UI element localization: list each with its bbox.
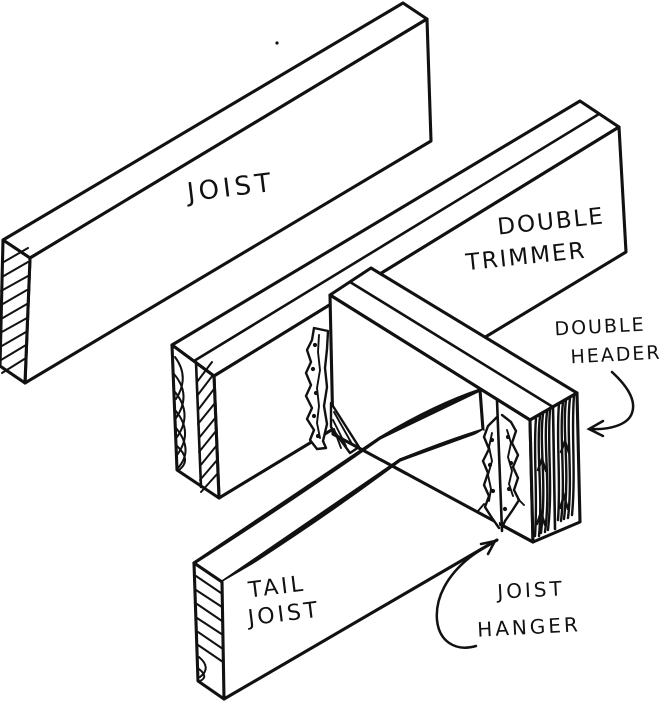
double-header-label-line1: DOUBLE xyxy=(554,314,646,341)
joist-hanger-arrowhead xyxy=(479,539,498,556)
joist-hanger-left xyxy=(304,326,361,455)
trimmer-end-grain-rings xyxy=(173,356,187,471)
tail-joist-board xyxy=(192,388,499,701)
hanger-right-right-wing-fill xyxy=(502,415,519,528)
hanger-right-nail-dots xyxy=(487,434,514,512)
joist-end-grain-hatch xyxy=(0,247,29,374)
joist-hanger-right xyxy=(477,398,525,533)
header-end-grain-feather-right xyxy=(556,394,576,523)
header-bottom-edge xyxy=(331,432,535,544)
joist-hanger-arrow-curve xyxy=(435,540,496,649)
tail-joist-top-inner-edge xyxy=(220,428,485,584)
double-header-label-line2: HEADER xyxy=(570,342,662,369)
trimmer-end-grain-hatch xyxy=(196,361,219,493)
trimmer-top-seam xyxy=(192,112,601,363)
tail-joist-bottom-edge xyxy=(222,538,499,701)
hanger-right-left-wing-fill xyxy=(483,417,499,528)
header-end-seam xyxy=(551,405,557,531)
hanger-left-nail-dots xyxy=(310,342,321,439)
hanger-right-left-inner-line xyxy=(487,432,493,502)
double-header-arrowhead xyxy=(586,419,605,438)
ink-speck xyxy=(275,41,279,45)
double-header-arrow-curve xyxy=(589,370,635,431)
tail-joist-end-grain-face xyxy=(192,561,226,701)
hanger-right-right-wing-outline xyxy=(500,413,521,530)
joist-hanger-label-line2: HANGER xyxy=(477,612,582,641)
hanger-left-seat-hatch xyxy=(332,411,353,449)
header-top-seam xyxy=(348,280,555,409)
hanger-right-flare-ticks xyxy=(477,498,525,512)
tail-joist-front-face xyxy=(222,430,497,699)
joist-hanger-label-line1: JOIST xyxy=(495,576,566,604)
header-end-grain-feather-left xyxy=(533,408,552,538)
joist-hanger-arrow xyxy=(435,539,498,649)
joist-board xyxy=(0,1,433,385)
hanger-right-bend-line xyxy=(495,398,504,533)
tail-joist-top-outer-edge xyxy=(192,388,482,565)
hanger-left-seat xyxy=(329,401,361,455)
double-header-arrow xyxy=(586,370,635,438)
hanger-left-strap-inner-edge xyxy=(316,334,321,439)
tail-joist-end-grain-hatch xyxy=(195,575,224,682)
